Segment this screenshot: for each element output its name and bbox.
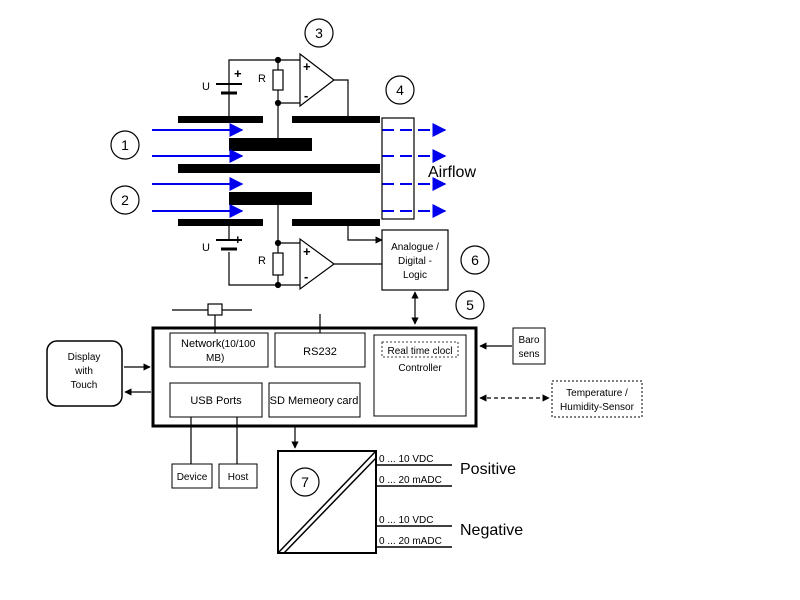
display-label: Touch [71, 380, 98, 391]
sd-card-label: SD Memeory card [270, 395, 359, 407]
opamp-top [299, 52, 335, 108]
usb-host-box [218, 463, 258, 489]
usb-device-label: Device [177, 472, 208, 483]
logic-label: Digital - [398, 256, 432, 267]
callout-1: 1 [121, 137, 129, 153]
plate-center [178, 164, 380, 173]
network-label-sub: (10/100 [221, 339, 255, 350]
plate-collector-bottom [229, 192, 312, 205]
logic-label: Logic [403, 270, 427, 281]
opamp-bottom [299, 237, 336, 291]
plate-outer-top-right [292, 116, 380, 123]
callout-3-circle [304, 18, 334, 48]
output-10vdc-negative: 0 ... 10 VDC [379, 515, 433, 526]
negative-label: Negative [460, 522, 523, 539]
callout-1-circle [110, 130, 140, 160]
plate-outer-top-left [178, 116, 263, 123]
electrode-plates [178, 116, 380, 226]
baro-sensor-label: Baro [518, 335, 540, 346]
label-minus-top-opamp: - [304, 88, 308, 103]
callout-3: 3 [315, 25, 323, 41]
resistor-top [272, 69, 284, 91]
callout-7: 7 [301, 474, 309, 490]
plate-collector-top [229, 138, 312, 151]
rs232-label: RS232 [303, 346, 337, 358]
usb-module [169, 382, 263, 418]
rtc-label-box [381, 341, 459, 358]
logic-input-line [347, 226, 383, 244]
callout-2-circle [110, 185, 140, 215]
usb-label: USB Ports [190, 395, 242, 407]
label-u-top: U [202, 81, 210, 93]
filter-box [381, 117, 415, 220]
temp-humidity-label: Temperature / [566, 388, 628, 399]
callout-4: 4 [396, 82, 404, 98]
callout-5: 5 [466, 297, 474, 313]
resistor-bottom [272, 252, 284, 276]
bottom-circuit [216, 205, 382, 291]
callout-6: 6 [471, 252, 479, 268]
callout-4-circle [385, 75, 415, 105]
plate-outer-bottom-left [178, 219, 263, 226]
callout-6-circle [460, 245, 490, 275]
airflow-arrows [152, 123, 447, 218]
logic-label: Analogue / [391, 242, 439, 253]
output-20madc-negative: 0 ... 20 mADC [379, 536, 442, 547]
converter-diagonal [283, 457, 377, 554]
rtc-label: Real time clocl [387, 346, 452, 357]
sd-card-module [268, 382, 361, 418]
network-label: Network(10/100 [181, 338, 256, 350]
baro-sensor-label: sens [518, 349, 539, 360]
callout-7-circle [290, 467, 320, 497]
airflow-label: Airflow [428, 164, 476, 181]
label-plus-top-battery: + [234, 66, 242, 81]
display-box [46, 340, 123, 407]
label-r-top: R [258, 73, 266, 85]
usb-host-label: Host [228, 472, 249, 483]
plate-outer-bottom-right [292, 219, 380, 226]
output-lines [376, 464, 452, 548]
rs232-module [274, 332, 366, 368]
temp-humidity-label: Humidity-Sensor [560, 402, 635, 413]
label-r-bottom: R [258, 255, 266, 267]
rtc-controller-module [373, 334, 467, 417]
logic-box [381, 229, 449, 291]
network-label-main: Network [181, 338, 222, 350]
callout-2: 2 [121, 192, 129, 208]
top-circuit [216, 52, 349, 138]
network-module [169, 332, 269, 368]
label-plus-top-opamp: + [303, 59, 311, 74]
temp-humidity-sensor-box [551, 380, 643, 418]
converter-diagonal [277, 450, 377, 554]
usb-device-box [171, 463, 213, 489]
network-label-sub2: MB) [206, 353, 224, 364]
label-plus-bottom-opamp: + [303, 244, 311, 259]
display-label: with [74, 366, 93, 377]
label-u-bottom: U [202, 242, 210, 254]
output-20madc-positive: 0 ... 20 mADC [379, 475, 442, 486]
display-label: Display [68, 352, 101, 363]
callout-5-circle [455, 290, 485, 320]
label-plus-bottom-battery: + [234, 232, 242, 247]
positive-label: Positive [460, 461, 516, 478]
output-10vdc-positive: 0 ... 10 VDC [379, 454, 433, 465]
label-minus-bottom-opamp: - [304, 269, 308, 284]
baro-sensor-box [512, 327, 546, 365]
controller-label: Controller [398, 363, 442, 374]
network-connector [172, 303, 252, 333]
